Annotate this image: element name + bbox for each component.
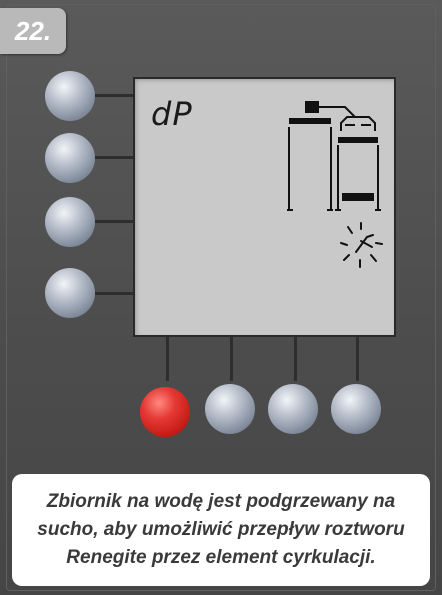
circulation-element-icon — [340, 222, 383, 268]
step-number-badge: 22. — [0, 8, 66, 54]
water-tank-icon — [287, 101, 381, 211]
instruction-text: Zbiornik na wodę jest podgrzewany na suc… — [37, 491, 405, 568]
lcd-display: dP — [133, 77, 396, 337]
bottom-button-connector — [356, 337, 359, 381]
side-button-3[interactable] — [40, 192, 100, 252]
lcd-status-code: dP — [151, 95, 193, 133]
side-button-connector — [95, 94, 133, 97]
bottom-button-connector — [166, 337, 169, 381]
side-button-connector — [95, 220, 133, 223]
bottom-button-connector — [294, 337, 297, 381]
side-button-connector — [95, 156, 133, 159]
side-button-1[interactable] — [40, 66, 100, 126]
side-button-connector — [95, 292, 133, 295]
side-button-4[interactable] — [40, 263, 100, 323]
instruction-caption: Zbiornik na wodę jest podgrzewany na suc… — [12, 474, 430, 586]
bottom-button-red[interactable] — [135, 382, 195, 442]
lcd-icons — [287, 101, 383, 268]
bottom-button-connector — [230, 337, 233, 381]
bottom-button-2[interactable] — [200, 379, 260, 439]
bottom-button-4[interactable] — [326, 379, 386, 439]
bottom-button-3[interactable] — [263, 379, 323, 439]
side-button-2[interactable] — [40, 128, 100, 188]
